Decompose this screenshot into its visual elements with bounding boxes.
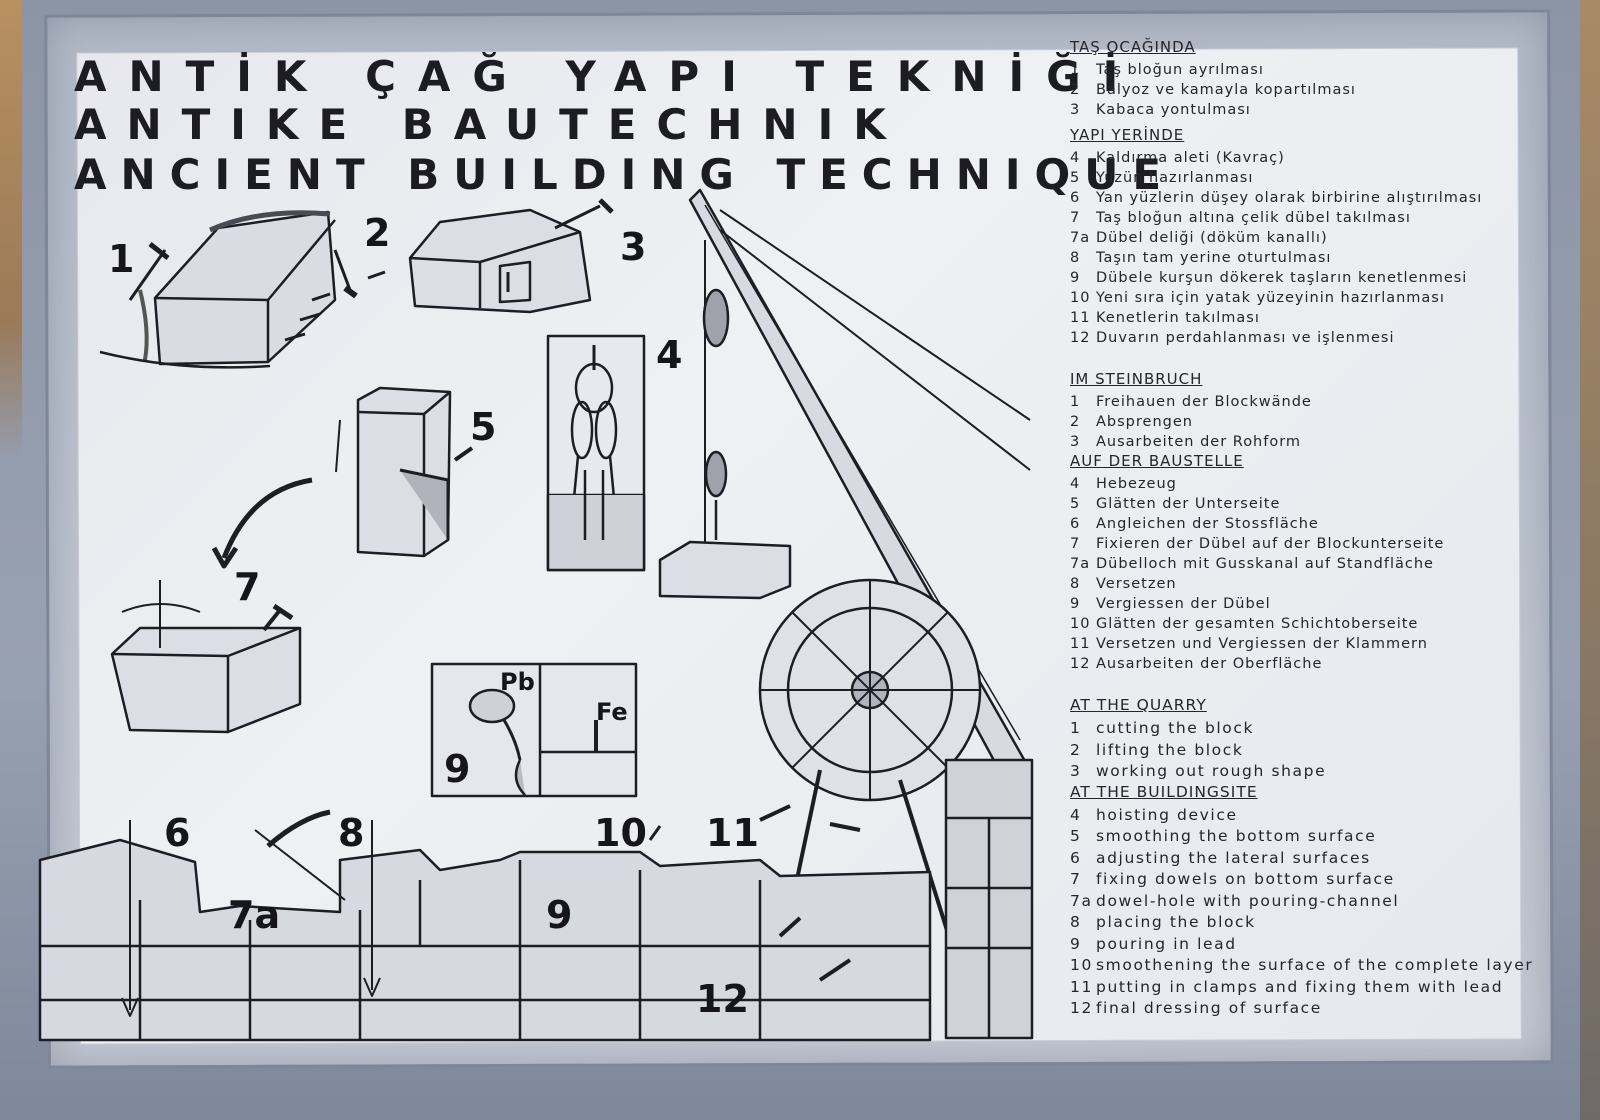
lifting-tongs-drawing bbox=[546, 334, 646, 572]
background-sand bbox=[0, 0, 22, 460]
figure-label-3: 3 bbox=[620, 225, 646, 269]
figure-label-7a: 7a bbox=[228, 893, 280, 937]
legend-heading: AT THE QUARRY bbox=[1070, 696, 1207, 714]
legend-heading: YAPI YERİNDE bbox=[1070, 126, 1185, 144]
crane-drawing bbox=[658, 188, 1032, 961]
legend-heading: AT THE BUILDINGSITE bbox=[1070, 782, 1258, 801]
title-english: ANCIENT BUILDING TECHNIQUE bbox=[74, 150, 1176, 199]
masonry-wall-drawing bbox=[38, 804, 932, 1042]
figure-label-10: 10 bbox=[594, 811, 647, 855]
rough-shape-drawing bbox=[408, 198, 614, 314]
lead-pouring-inset bbox=[430, 662, 638, 798]
figure-label-11: 11 bbox=[706, 811, 759, 855]
figure-label-4: 4 bbox=[656, 333, 682, 377]
background-wall bbox=[1580, 0, 1600, 1120]
lead-symbol-label: Pb bbox=[500, 668, 535, 696]
figure-label-1: 1 bbox=[108, 237, 134, 281]
figure-label-9: 9 bbox=[546, 893, 572, 937]
figure-label-9-inset: 9 bbox=[444, 747, 470, 791]
figure-label-5: 5 bbox=[470, 405, 496, 449]
legend-heading: IM STEINBRUCH bbox=[1070, 370, 1203, 388]
figure-label-8: 8 bbox=[338, 811, 364, 855]
dowel-block-drawing bbox=[110, 580, 302, 734]
figure-label-2: 2 bbox=[364, 211, 390, 255]
block-smoothing-drawing bbox=[335, 386, 474, 558]
quarry-block-drawing bbox=[99, 210, 386, 369]
title-german: ANTIKE BAUTECHNIK bbox=[74, 100, 906, 149]
title-turkish: ANTİK ÇAĞ YAPI TEKNİĞİ bbox=[74, 52, 1141, 101]
legend-heading: TAŞ OCAĞINDA bbox=[1070, 38, 1196, 56]
wall-section-drawing bbox=[944, 758, 1034, 1040]
figure-label-7: 7 bbox=[234, 565, 260, 609]
figure-label-6: 6 bbox=[164, 811, 190, 855]
legend-heading: AUF DER BAUSTELLE bbox=[1070, 452, 1244, 470]
figure-label-12: 12 bbox=[696, 977, 749, 1021]
iron-symbol-label: Fe bbox=[596, 698, 628, 726]
